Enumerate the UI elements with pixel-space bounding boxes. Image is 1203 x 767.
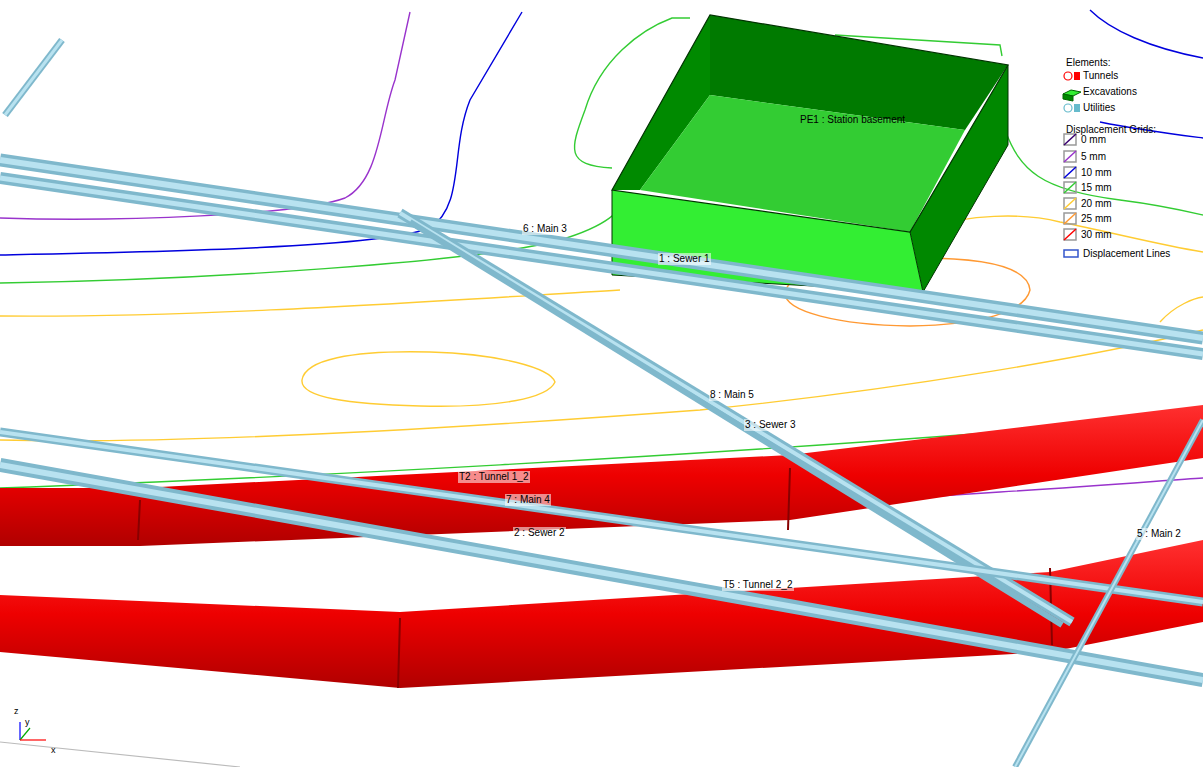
element-label: 3 : Sewer 3 <box>744 419 797 431</box>
element-label: T2 : Tunnel 1_2 <box>458 471 530 483</box>
contour-lines <box>0 10 1203 545</box>
element-label: 1 : Sewer 1 <box>658 253 711 265</box>
legend-entry: Excavations <box>1082 86 1138 98</box>
element-label: T5 : Tunnel 2_2 <box>722 579 794 591</box>
node-title: PE1 : Station basement <box>800 114 910 126</box>
legend-entry: 25 mm <box>1080 213 1113 225</box>
element-label: 7 : Main 4 <box>505 494 551 506</box>
tunnel-tubes <box>0 405 1203 688</box>
legend-entry: 10 mm <box>1080 167 1113 179</box>
legend-entry: Tunnels <box>1082 70 1119 82</box>
excavation-box <box>612 15 1008 292</box>
legend-entry: 30 mm <box>1080 229 1113 241</box>
element-label: 5 : Main 2 <box>1136 528 1182 540</box>
legend-heading: Displacement Grids: <box>1065 124 1157 136</box>
legend-icons <box>1063 72 1081 257</box>
element-label: 6 : Main 3 <box>522 223 568 235</box>
axis-label: z <box>13 705 20 717</box>
legend-entry: 5 mm <box>1080 151 1107 163</box>
legend-entry: 15 mm <box>1080 182 1113 194</box>
legend-heading: Elements: <box>1065 57 1111 69</box>
excavation-label-box: PE1 : Station basement <box>800 114 910 128</box>
axis-triad <box>0 722 240 767</box>
axis-label: x <box>50 744 57 756</box>
legend-entry: Utilities <box>1082 102 1116 114</box>
legend-entry: 0 mm <box>1080 134 1107 146</box>
axis-label: y <box>24 716 31 728</box>
element-label: 8 : Main 5 <box>709 389 755 401</box>
legend-entry: 20 mm <box>1080 198 1113 210</box>
legend-entry: Displacement Lines <box>1082 248 1171 260</box>
utility-pipes <box>0 40 1203 767</box>
element-label: 2 : Sewer 2 <box>513 527 566 539</box>
